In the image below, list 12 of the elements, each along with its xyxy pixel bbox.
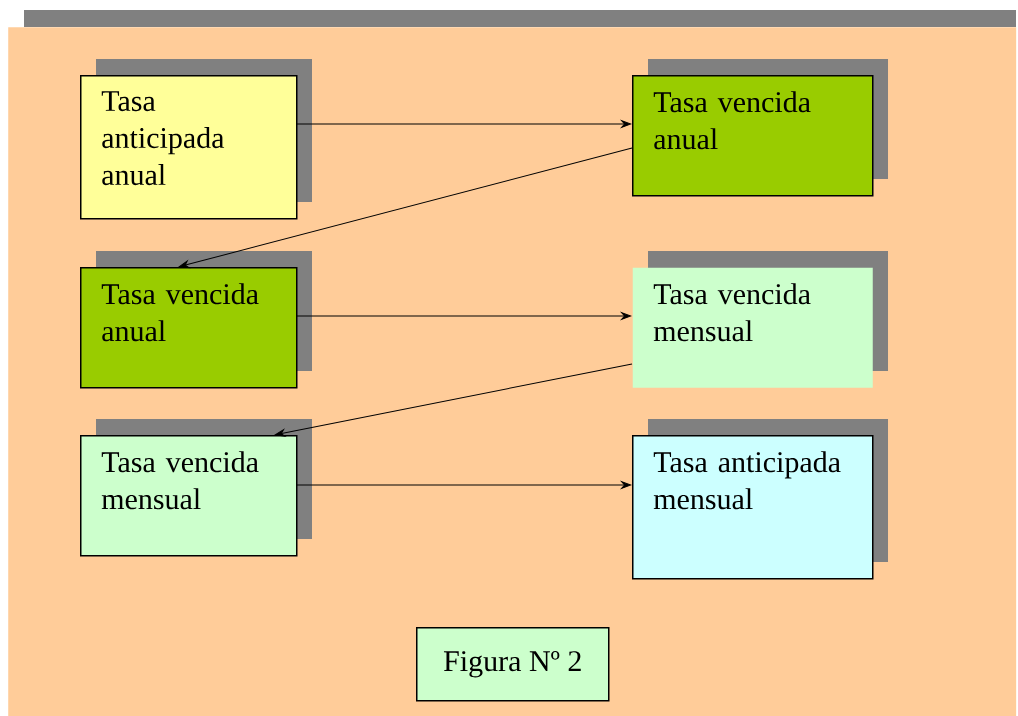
arrow	[295, 481, 632, 489]
caption-box: Figura Nº 2	[416, 627, 610, 702]
process-box: Tasa vencida anual	[632, 75, 874, 197]
process-box: Tasa vencida mensual	[80, 435, 298, 557]
arrow	[178, 147, 633, 269]
arrow	[295, 120, 632, 128]
arrow	[274, 363, 633, 437]
process-box: Tasa anticipada anual	[80, 75, 298, 220]
process-box: Tasa vencida anual	[80, 267, 298, 389]
arrow	[295, 312, 632, 320]
process-box: Tasa vencida mensual	[632, 267, 873, 388]
process-box: Tasa anticipada mensual	[632, 435, 874, 580]
